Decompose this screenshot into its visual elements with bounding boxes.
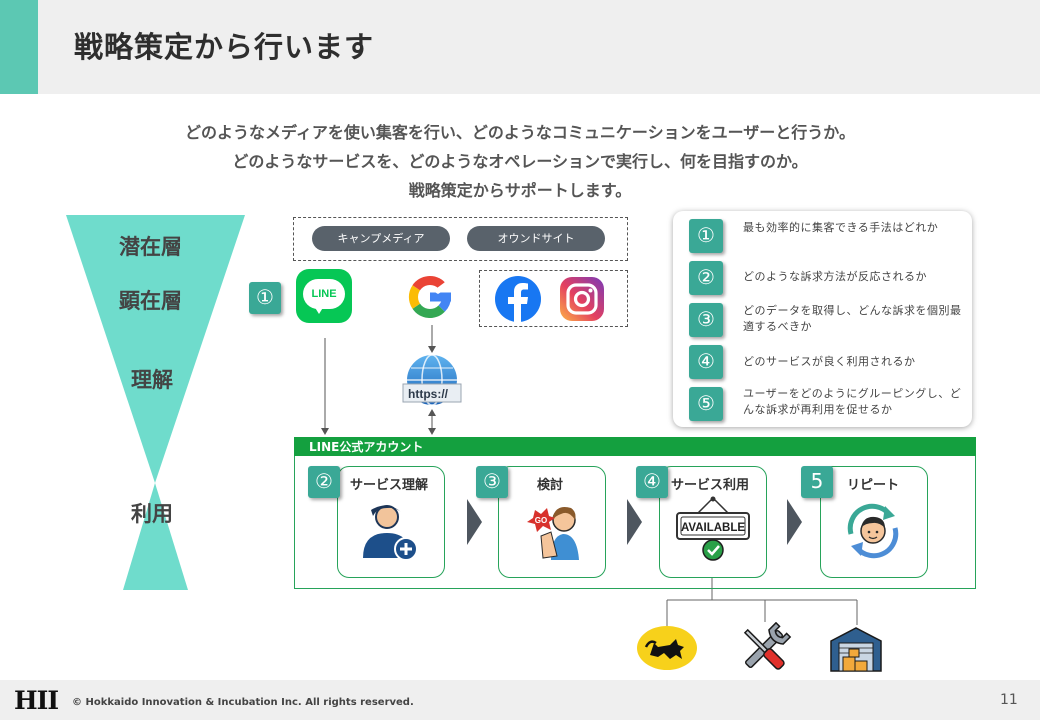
- step-5-badge: 5: [801, 466, 833, 498]
- google-to-web-arrowhead: [428, 346, 436, 353]
- web-globe-icon: [401, 354, 465, 410]
- step-2-label: サービス理解: [350, 474, 428, 493]
- line-to-account-arrowhead: [321, 428, 329, 435]
- user-add-icon: [361, 500, 419, 562]
- legend-badge-1: ①: [689, 219, 723, 253]
- legend-text-1: 最も効率的に集客できる手法はどれか: [743, 220, 963, 236]
- step-arrow-3: [787, 499, 802, 545]
- company-logo: HII: [14, 686, 58, 715]
- web-to-account-arrowhead-down: [428, 428, 436, 435]
- delivery-cat-icon: [636, 625, 698, 671]
- legend-text-3: どのデータを取得し、どんな訴求を個別最適するべきか: [743, 303, 963, 335]
- web-to-account-arrowhead-up: [428, 409, 436, 416]
- go-label: GO: [535, 516, 547, 525]
- available-sign-icon: AVAILABLE: [675, 496, 751, 562]
- legend-badge-4: ④: [689, 345, 723, 379]
- tools-icon: [736, 622, 792, 676]
- page-number: 11: [1000, 692, 1018, 708]
- legend-text-2: どのような訴求方法が反応されるか: [743, 269, 963, 285]
- step-3-badge: ③: [476, 466, 508, 498]
- warehouse-icon: [829, 625, 883, 673]
- available-label: AVAILABLE: [681, 522, 745, 534]
- legend-badge-3: ③: [689, 303, 723, 337]
- step-5-label: リピート: [847, 474, 899, 493]
- legend-badge-5: ⑤: [689, 387, 723, 421]
- line-account-label: LINE公式アカウント: [309, 438, 423, 455]
- legend-text-5: ユーザーをどのようにグルーピングし、どんな訴求が再利用を促せるか: [743, 386, 963, 418]
- step-arrow-1: [467, 499, 482, 545]
- legend-badge-2: ②: [689, 261, 723, 295]
- step-4-label: サービス利用: [671, 474, 749, 493]
- step-4-badge: ④: [636, 466, 668, 498]
- repeat-user-icon: [841, 502, 905, 560]
- step-arrow-2: [627, 499, 642, 545]
- https-label: https://: [408, 387, 448, 401]
- go-person-icon: GO: [521, 496, 585, 562]
- legend-text-4: どのサービスが良く利用されるか: [743, 354, 963, 370]
- step-3-label: 検討: [537, 474, 563, 493]
- step-2-badge: ②: [308, 466, 340, 498]
- copyright-text: © Hokkaido Innovation & Incubation Inc. …: [72, 697, 414, 708]
